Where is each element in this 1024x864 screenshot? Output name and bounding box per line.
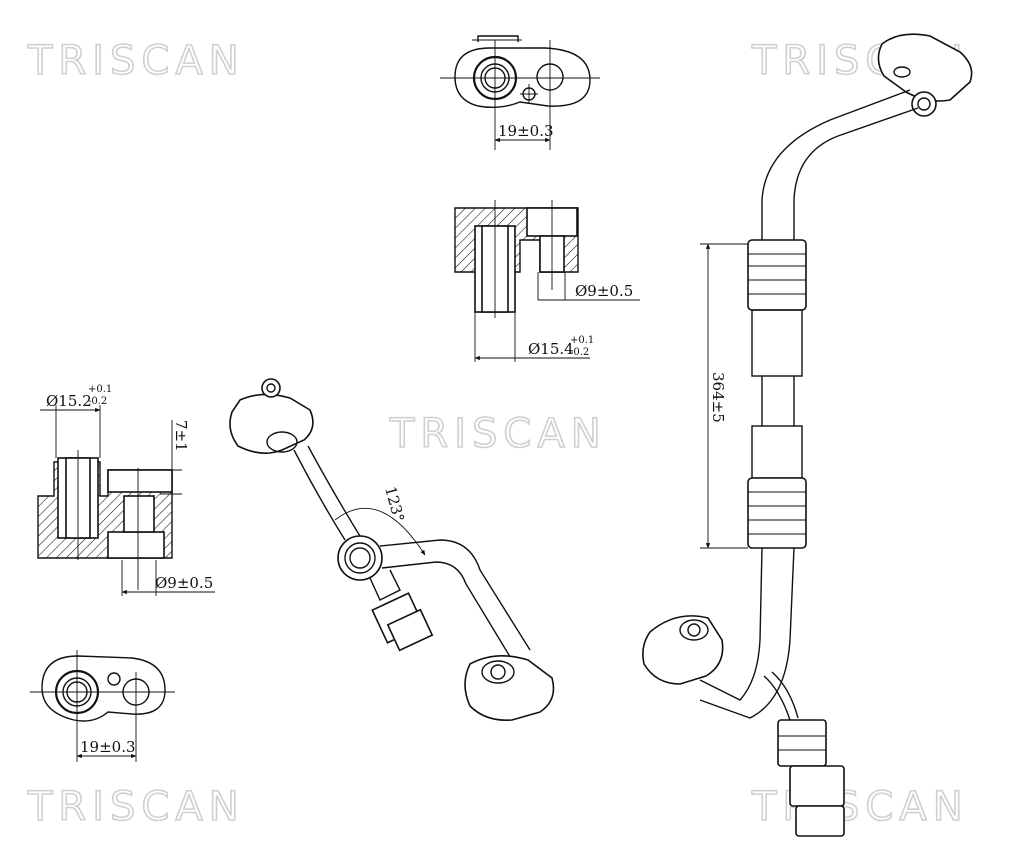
center-pipe-assembly	[229, 378, 555, 722]
top-section-view	[454, 200, 640, 362]
dim-top-spacing: 19±0.3	[498, 122, 554, 140]
dim-left-small-bore: Ø9±0.5	[155, 574, 213, 592]
dim-left-offset: 7±1	[172, 420, 190, 452]
watermark-center: TRISCAN	[389, 411, 607, 457]
watermark-bottom-left: TRISCAN	[27, 784, 245, 830]
dim-pipe-length: 364±5	[709, 372, 727, 423]
dim-top-small-bore: Ø9±0.5	[575, 282, 633, 300]
dim-top-large-bore-tol-upper: +0.1	[570, 335, 594, 346]
left-flange-end-view	[30, 650, 175, 762]
dim-bend-angle: 123°	[381, 484, 408, 524]
top-flange-end-view	[440, 35, 600, 150]
dim-left-large-bore-tol-lower: -0.2	[88, 396, 107, 407]
dim-left-large-bore: Ø15.2	[46, 392, 92, 410]
dim-top-large-bore: Ø15.4	[528, 340, 574, 358]
dim-left-spacing: 19±0.3	[80, 738, 136, 756]
left-section-view	[37, 405, 215, 596]
dim-left-large-bore-tol-upper: +0.1	[88, 384, 112, 395]
dim-top-large-bore-tol-lower: -0.2	[570, 347, 589, 358]
watermark-bottom-right: TRISCAN	[751, 784, 969, 830]
right-pipe-assembly	[642, 33, 973, 837]
watermark-top-left: TRISCAN	[27, 38, 245, 84]
